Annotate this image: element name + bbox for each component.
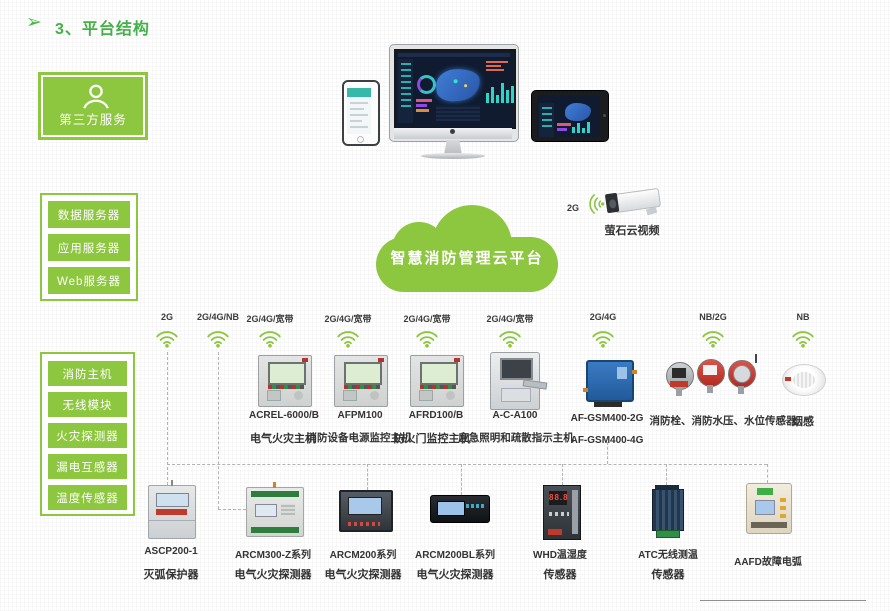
device-arcm300z-image	[246, 482, 304, 537]
drop-whd	[562, 464, 563, 485]
field-model-label: WHD温湿度	[533, 550, 587, 561]
device-ascp200-image	[148, 480, 196, 539]
apple-logo	[450, 129, 455, 134]
device-afpm100-image	[334, 355, 388, 407]
drop-arcm200	[367, 464, 368, 490]
drop-atc	[666, 464, 667, 485]
network-label-7: 2G/4G	[589, 312, 617, 322]
device-type-fire-host: 消防主机	[48, 361, 127, 386]
user-icon	[83, 84, 109, 109]
field-name-label: 传感器	[651, 569, 685, 581]
footer-divider	[700, 600, 866, 601]
device-afrd100-image	[410, 355, 464, 407]
host-model-label: AFPM100	[337, 410, 383, 421]
wifi-icon-9	[792, 331, 814, 348]
device-type-temp-sensor: 温度传感器	[48, 485, 127, 510]
device-aca100-image	[490, 352, 548, 410]
field-name-label: 灭弧保护器	[143, 569, 199, 581]
host-name-label: 防火门监控主机	[393, 433, 471, 445]
device-type-list: 消防主机 无线模块 火灾探测器 漏电互感器 温度传感器	[40, 352, 135, 516]
server-stack: 数据服务器 应用服务器 Web服务器	[40, 193, 138, 301]
host-name-label: 应急照明和疏散指示主机	[458, 432, 574, 444]
bus-line	[167, 464, 767, 465]
wifi-icon-3	[259, 331, 281, 348]
device-arcm200-image	[339, 490, 393, 532]
wifi-icon-2	[207, 331, 229, 348]
host-name-label: 消防设备电源监控主机	[306, 432, 412, 444]
third-party-service-label: 第三方服务	[59, 113, 127, 127]
wifi-icon-5	[416, 331, 438, 348]
host-model-label: A-C-A100	[492, 410, 538, 421]
field-name-label: 电气火灾探测器	[324, 569, 402, 581]
camera-network-label: 2G	[566, 203, 579, 213]
server-item-web: Web服务器	[48, 267, 130, 294]
field-model-label: ATC无线测温	[638, 550, 698, 561]
feed-gateway	[607, 442, 608, 464]
network-label-3: 2G/4G/宽带	[246, 314, 294, 324]
host-name-label: 电气火灾主机	[250, 433, 316, 445]
device-aafd-image	[746, 483, 792, 534]
server-item-data: 数据服务器	[48, 201, 130, 228]
network-label-2: 2G/4G/NB	[196, 312, 239, 322]
network-label-8: NB/2G	[699, 312, 727, 322]
drop-aafd	[767, 464, 768, 483]
water-sensors-label: 消防栓、消防水压、水位传感器	[649, 415, 797, 427]
network-label-4: 2G/4G/宽带	[324, 314, 372, 324]
wifi-icon-4	[337, 331, 359, 348]
tablet-illustration	[531, 90, 609, 142]
cloud-platform-label: 智慧消防管理云平台	[390, 250, 544, 267]
page-title: 3、平台结构	[55, 21, 150, 38]
device-type-leakage-ct: 漏电互感器	[48, 454, 127, 479]
wifi-icon-6	[499, 331, 521, 348]
smoke-label: 烟感	[792, 416, 814, 428]
server-item-app: 应用服务器	[48, 234, 130, 261]
device-whd-image: 88.8	[543, 485, 581, 540]
network-label-5: 2G/4G/宽带	[403, 314, 451, 324]
field-model-label: ARCM200系列	[329, 550, 397, 561]
dashboard-screen	[394, 49, 516, 129]
field-name-label: 电气火灾探测器	[234, 569, 312, 581]
wifi-icon-7	[592, 331, 614, 348]
gateway-model-label-4g: AF-GSM400-4G	[570, 435, 644, 446]
camera-illustration	[604, 187, 662, 216]
connector-nb-elbow	[218, 509, 246, 510]
phone-illustration	[342, 80, 380, 146]
monitor-illustration	[389, 44, 519, 142]
device-gateway-image	[583, 360, 637, 407]
device-arcm200bl-image	[430, 495, 490, 523]
gateway-model-label-2g: AF-GSM400-2G	[570, 413, 644, 424]
field-name-label: 传感器	[543, 569, 577, 581]
china-map-graphic	[434, 66, 482, 104]
device-atc-image	[652, 485, 684, 538]
connector-2g-to-ascp	[167, 352, 168, 485]
monitor-base	[421, 153, 485, 159]
wifi-icon-1	[156, 331, 178, 348]
device-type-wireless-module: 无线模块	[48, 392, 127, 417]
arrow-icon: ➢	[26, 12, 42, 33]
network-label-9: NB	[796, 312, 810, 322]
signal-icon	[589, 194, 605, 214]
camera-label: 萤石云视频	[604, 225, 660, 237]
network-label-1: 2G	[160, 312, 173, 322]
wifi-icon-8	[702, 331, 724, 348]
field-model-label: ARCM300-Z系列	[234, 550, 312, 561]
monitor-stand	[444, 140, 462, 155]
drop-arcm200bl	[461, 464, 462, 495]
field-model-label: ARCM200BL系列	[414, 550, 495, 561]
host-model-label: ACREL-6000/B	[248, 410, 320, 421]
device-smoke-detector-image	[782, 364, 826, 396]
field-model-label: AAFD故障电弧	[734, 557, 802, 568]
device-type-fire-detector: 火灾探测器	[48, 423, 127, 448]
connector-nb-down	[218, 352, 219, 509]
field-model-label: ASCP200-1	[144, 546, 198, 557]
network-label-6: 2G/4G/宽带	[486, 314, 534, 324]
device-acrel6000-image	[258, 355, 312, 407]
host-model-label: AFRD100/B	[408, 410, 464, 421]
field-name-label: 电气火灾探测器	[416, 569, 494, 581]
third-party-service-box: 第三方服务	[38, 72, 148, 140]
